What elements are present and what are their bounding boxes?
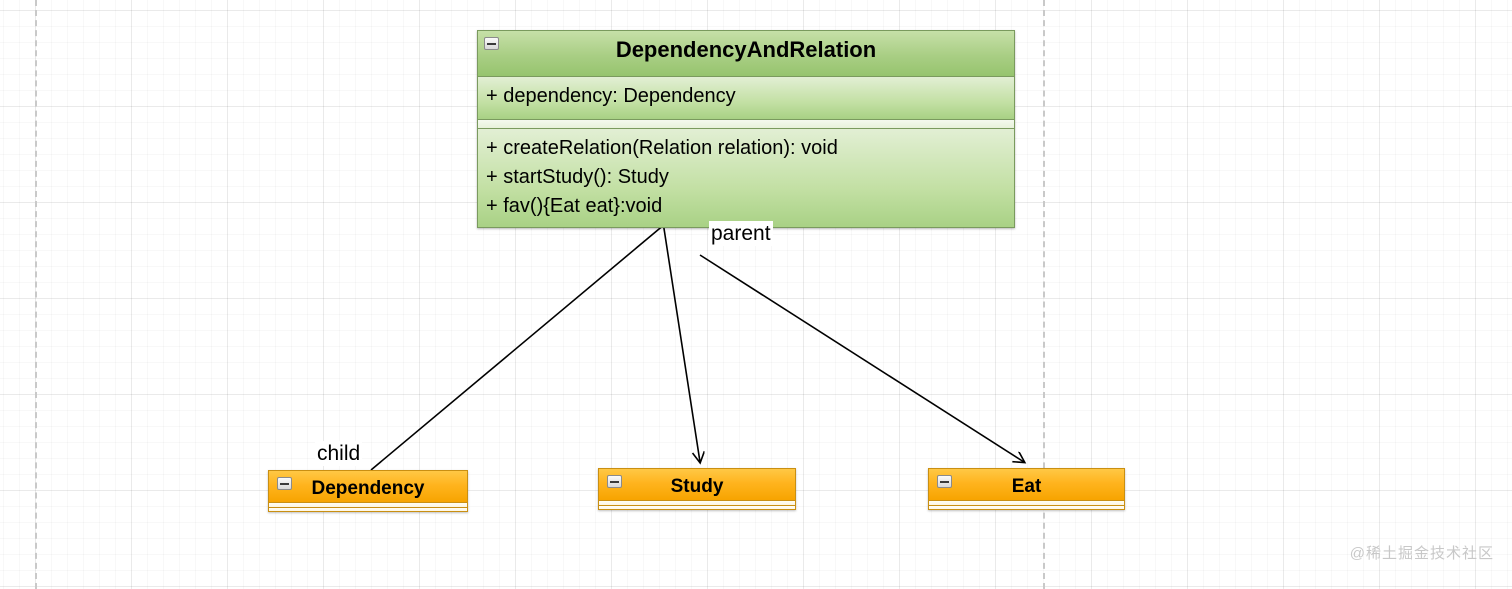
empty-methods-compartment (269, 508, 467, 511)
empty-attributes-compartment (269, 503, 467, 508)
minus-icon[interactable] (277, 477, 292, 490)
class-title: DependencyAndRelation (615, 37, 877, 62)
class-title: Eat (1011, 476, 1042, 497)
attribute-row: + dependency: Dependency (486, 85, 736, 107)
class-title: Dependency (311, 478, 425, 499)
class-header: Dependency (269, 471, 467, 503)
class-box-dependency[interactable]: Dependency (268, 470, 468, 512)
empty-attributes-compartment (929, 501, 1124, 506)
empty-attributes-compartment (599, 501, 795, 506)
empty-methods-compartment (929, 506, 1124, 509)
class-title: Study (670, 476, 724, 497)
empty-compartment (478, 120, 1014, 129)
method-row: + startStudy(): Study (486, 166, 669, 188)
minus-icon[interactable] (484, 37, 499, 50)
class-header: DependencyAndRelation (478, 31, 1014, 77)
page-guide-left (35, 0, 37, 589)
class-box-dependency-and-relation[interactable]: DependencyAndRelation + dependency: Depe… (477, 30, 1015, 228)
class-box-study[interactable]: Study (598, 468, 796, 510)
minus-icon[interactable] (937, 475, 952, 488)
class-box-eat[interactable]: Eat (928, 468, 1125, 510)
minus-icon[interactable] (607, 475, 622, 488)
watermark: @稀土掘金技术社区 (1349, 545, 1494, 562)
methods-compartment: + createRelation(Relation relation): voi… (478, 129, 1014, 227)
empty-methods-compartment (599, 506, 795, 509)
connector-dependency[interactable] (370, 223, 666, 471)
connector-eat[interactable] (699, 254, 1024, 462)
attributes-compartment: + dependency: Dependency (478, 77, 1014, 120)
method-row: + createRelation(Relation relation): voi… (486, 137, 838, 159)
class-header: Eat (929, 469, 1124, 501)
edge-label-parent: parent (709, 221, 773, 246)
class-header: Study (599, 469, 795, 501)
connector-study[interactable] (662, 221, 700, 462)
edge-label-child: child (315, 441, 363, 466)
method-row: + fav(){Eat eat}:void (486, 195, 663, 217)
